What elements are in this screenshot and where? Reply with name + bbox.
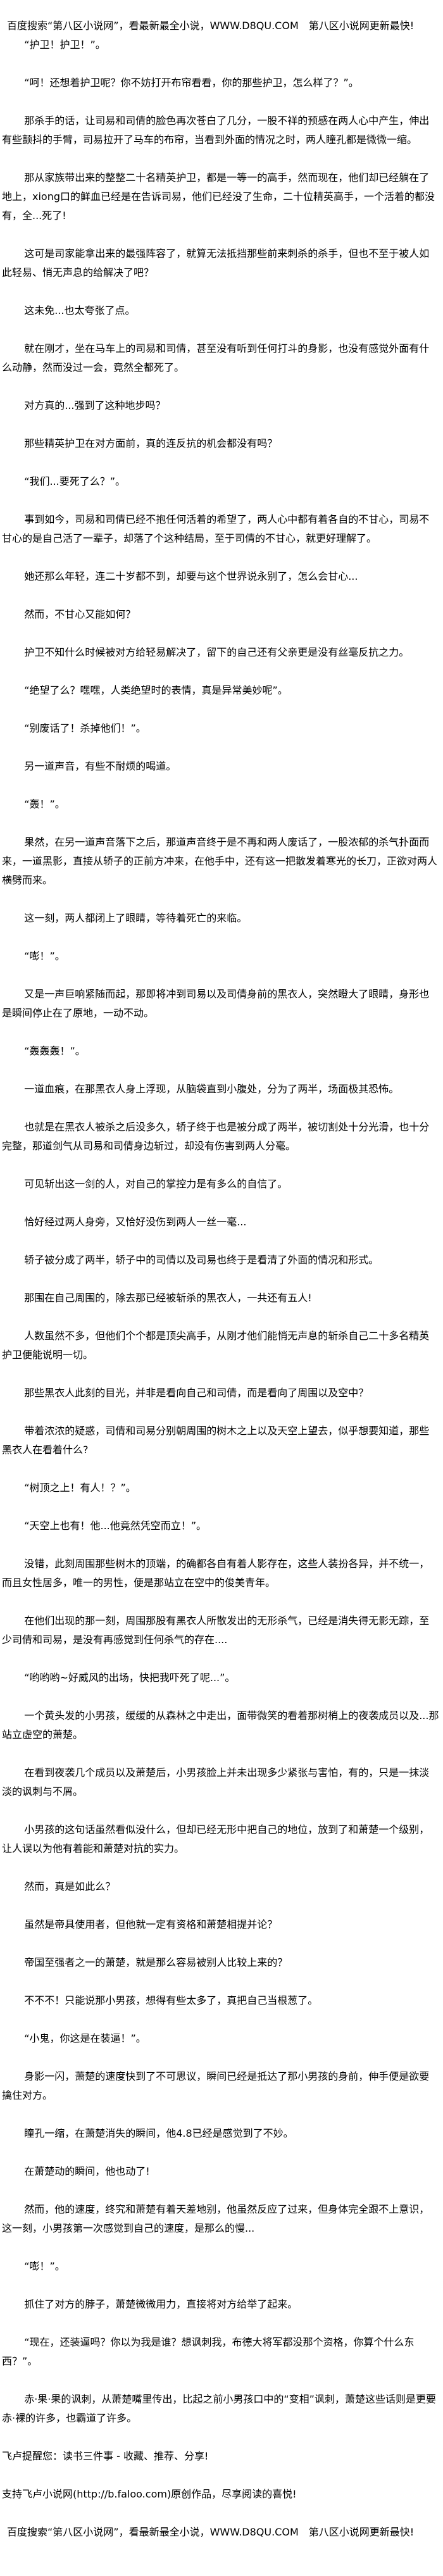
story-paragraph: 那围在自己周围的，除去那已经被斩杀的黑衣人，一共还有五人!	[24, 1292, 312, 1304]
site-banner-bottom: 百度搜索“第八区小说网”，看最新最全小说，WWW.D8QU.COM 第八区小说网…	[7, 2526, 415, 2538]
story-paragraph: 那杀手的话，让司易和司倩的脸色再次苍白了几分，一股不祥的预感在两人心中产生，伸出…	[2, 115, 430, 146]
story-paragraph: 人数虽然不多，但他们个个都是顶尖高手，从刚才他们能悄无声息的斩杀自己二十多名精英…	[2, 1330, 430, 1361]
story-paragraph: “绝望了么？嘿嘿，人类绝望时的表情，真是异常美妙呢”。	[24, 684, 288, 696]
story-paragraph: “树顶之上！有人！？”。	[24, 1482, 136, 1494]
story-paragraph: “别废话了！杀掉他们！”。	[24, 722, 146, 734]
story-paragraph: “轰轰轰！”。	[24, 1045, 85, 1057]
story-paragraph: 一道血痕，在那黑衣人身上浮现，从脑袋直到小腹处，分为了两半，场面极其恐怖。	[24, 1083, 399, 1095]
story-paragraph: 轿子被分成了两半，轿子中的司倩以及司易也终于是看清了外面的情况和形式。	[24, 1254, 379, 1266]
site-banner-top: 百度搜索“第八区小说网”，看最新最全小说，WWW.D8QU.COM 第八区小说网…	[7, 20, 415, 32]
story-paragraph: “呵！还想着护卫呢？你不妨打开布帘看看，你的那些护卫，怎么样了？”。	[24, 77, 359, 89]
story-paragraph: 她还那么年轻，连二十岁都不到，却要与这个世界说永别了，怎么会甘心...	[24, 570, 358, 582]
story-paragraph: 就在刚才，坐在马车上的司易和司倩，甚至没有听到任何打斗的身影，也没有感觉外面有什…	[2, 342, 430, 373]
story-paragraph: “小鬼，你这是在装逼！”。	[24, 2032, 146, 2044]
story-paragraph: 然而，真是如此么？	[24, 1880, 116, 1892]
story-paragraph: 然而，不甘心又能如何？	[24, 608, 136, 620]
story-paragraph: 不不不！只能说那小男孩，想得有些太多了，真把自己当根葱了。	[24, 1994, 318, 2006]
story-paragraph: 然而，他的速度，终究和萧楚有着天差地别，他虽然反应了过来，但身体完全跟不上意识，…	[2, 2203, 430, 2234]
story-paragraph: 护卫不知什么时候被对方给轻易解决了，留下的自己还有父亲更是没有丝毫反抗之力。	[24, 646, 409, 658]
story-paragraph: 帝国至强者之一的萧楚，就是那么容易被别人比较上来的？	[24, 1956, 288, 1968]
story-paragraph: “轰！”。	[24, 798, 65, 810]
story-paragraph: 另一道声音，有些不耐烦的喝道。	[24, 760, 177, 772]
story-paragraph: 又是一声巨响紧随而起，那即将冲到司易以及司倩身前的黑衣人，突然瞪大了眼睛，身形也…	[2, 988, 430, 1019]
story-paragraph: 对方真的...强到了这种地步吗？	[24, 399, 166, 411]
story-paragraph: 一个黄头发的小男孩，缓缓的从森林之中走出，面带微笑的看着那树梢上的夜袭成员以及.…	[2, 1710, 439, 1741]
story-paragraph: “哟哟哟~好威风的出场，快把我吓死了呢...”。	[24, 1672, 235, 1684]
story-paragraph: “嘭！”。	[24, 950, 65, 962]
story-paragraph: 虽然是帝具使用者，但他就一定有资格和萧楚相提并论？	[24, 1918, 278, 1930]
story-paragraph: 那些精英护卫在对方面前，真的连反抗的机会都没有吗？	[24, 437, 278, 449]
story-paragraph: 也就是在黑衣人被杀之后没多久，轿子终于也是被分成了两半，被切割处十分光滑，也十分…	[2, 1121, 430, 1152]
story-paragraph: 事到如今，司易和司倩已经不抱任何活着的希望了，两人心中都有着各自的不甘心，司易不…	[2, 513, 430, 544]
story-paragraph: 这可是司家能拿出来的最强阵容了，就算无法抵挡那些前来刺杀的杀手，但也不至于被人如…	[2, 247, 430, 278]
reading-reminder: 飞卢提醒您：读书三件事 - 收藏、推荐、分享!	[2, 2450, 209, 2462]
story-paragraph: 抓住了对方的脖子，萧楚微微用力，直接将对方给举了起来。	[24, 2298, 298, 2310]
story-paragraph: 在看到夜袭几个成员以及萧楚后，小男孩脸上并未出现多少紧张与害怕，有的，只是一抹淡…	[2, 1766, 430, 1798]
story-paragraph: 这未免...也太夸张了点。	[24, 304, 135, 316]
story-paragraph: 瞳孔一缩，在萧楚消失的瞬间，他4.8已经是感觉到了不妙。	[24, 2127, 294, 2139]
story-paragraph: 小男孩的这句话虽然看似没什么，但却已经无形中把自己的地位，放到了和萧楚一个级别，…	[2, 1823, 430, 1854]
chapter-body: “护卫！护卫！”。 “呵！还想着护卫呢？你不妨打开布帘看看，你的那些护卫，怎么样了…	[2, 35, 439, 2428]
story-paragraph: “天空上也有！他...他竟然凭空而立！”。	[24, 1520, 207, 1532]
story-paragraph: 恰好经过两人身旁，又恰好没伤到两人一丝一毫...	[24, 1216, 247, 1228]
story-paragraph: 赤·果·果的讽刺，从萧楚嘴里传出，比起之前小男孩口中的“变相”讽刺，萧楚这些话则…	[2, 2393, 436, 2424]
story-paragraph: 那些黑衣人此刻的目光，并非是看向自己和司倩，而是看向了周围以及空中？	[24, 1387, 369, 1399]
story-paragraph: 那从家族带出来的整整二十名精英护卫，都是一等一的高手，然而现在，他们却已经躺在了…	[2, 172, 435, 222]
story-paragraph: 果然，在另一道声音落下之后，那道声音终于是不再和两人废话了，一股浓郁的杀气扑面而…	[2, 836, 438, 886]
story-paragraph: “嘭！”。	[24, 2260, 65, 2272]
story-paragraph: 可见斩出这一剑的人，对自己的掌控力是有多么的自信了。	[24, 1178, 288, 1190]
story-paragraph: “护卫！护卫！”。	[24, 39, 106, 51]
story-paragraph: 在他们出现的那一刻，周围那股有黑衣人所散发出的无形杀气，已经是消失得无影无踪，至…	[2, 1615, 430, 1646]
story-paragraph: 带着浓浓的疑惑，司倩和司易分别朝周围的树木之上以及天空上望去，似乎想要知道，那些…	[2, 1425, 430, 1456]
story-paragraph: 身影一闪，萧楚的速度快到了不可思议，瞬间已经是抵达了那小男孩的身前，伸手便是欲要…	[2, 2070, 430, 2101]
support-notice: 支持飞卢小说网(http://b.faloo.com)原创作品，尽享阅读的喜悦!	[2, 2488, 297, 2500]
story-paragraph: “我们...要死了么？”。	[24, 475, 126, 487]
story-paragraph: 没错，此刻周围那些树木的顶端，的确都各自有着人影存在，这些人装扮各异，并不统一，…	[2, 1558, 430, 1589]
story-paragraph: 在萧楚动的瞬间，他也动了!	[24, 2165, 150, 2177]
story-paragraph: 这一刻，两人都闭上了眼睛，等待着死亡的来临。	[24, 912, 247, 924]
story-paragraph: “现在，还装逼吗？你以为我是谁？想讽刺我，布德大将军都没那个资格，你算个什么东西…	[2, 2336, 415, 2367]
